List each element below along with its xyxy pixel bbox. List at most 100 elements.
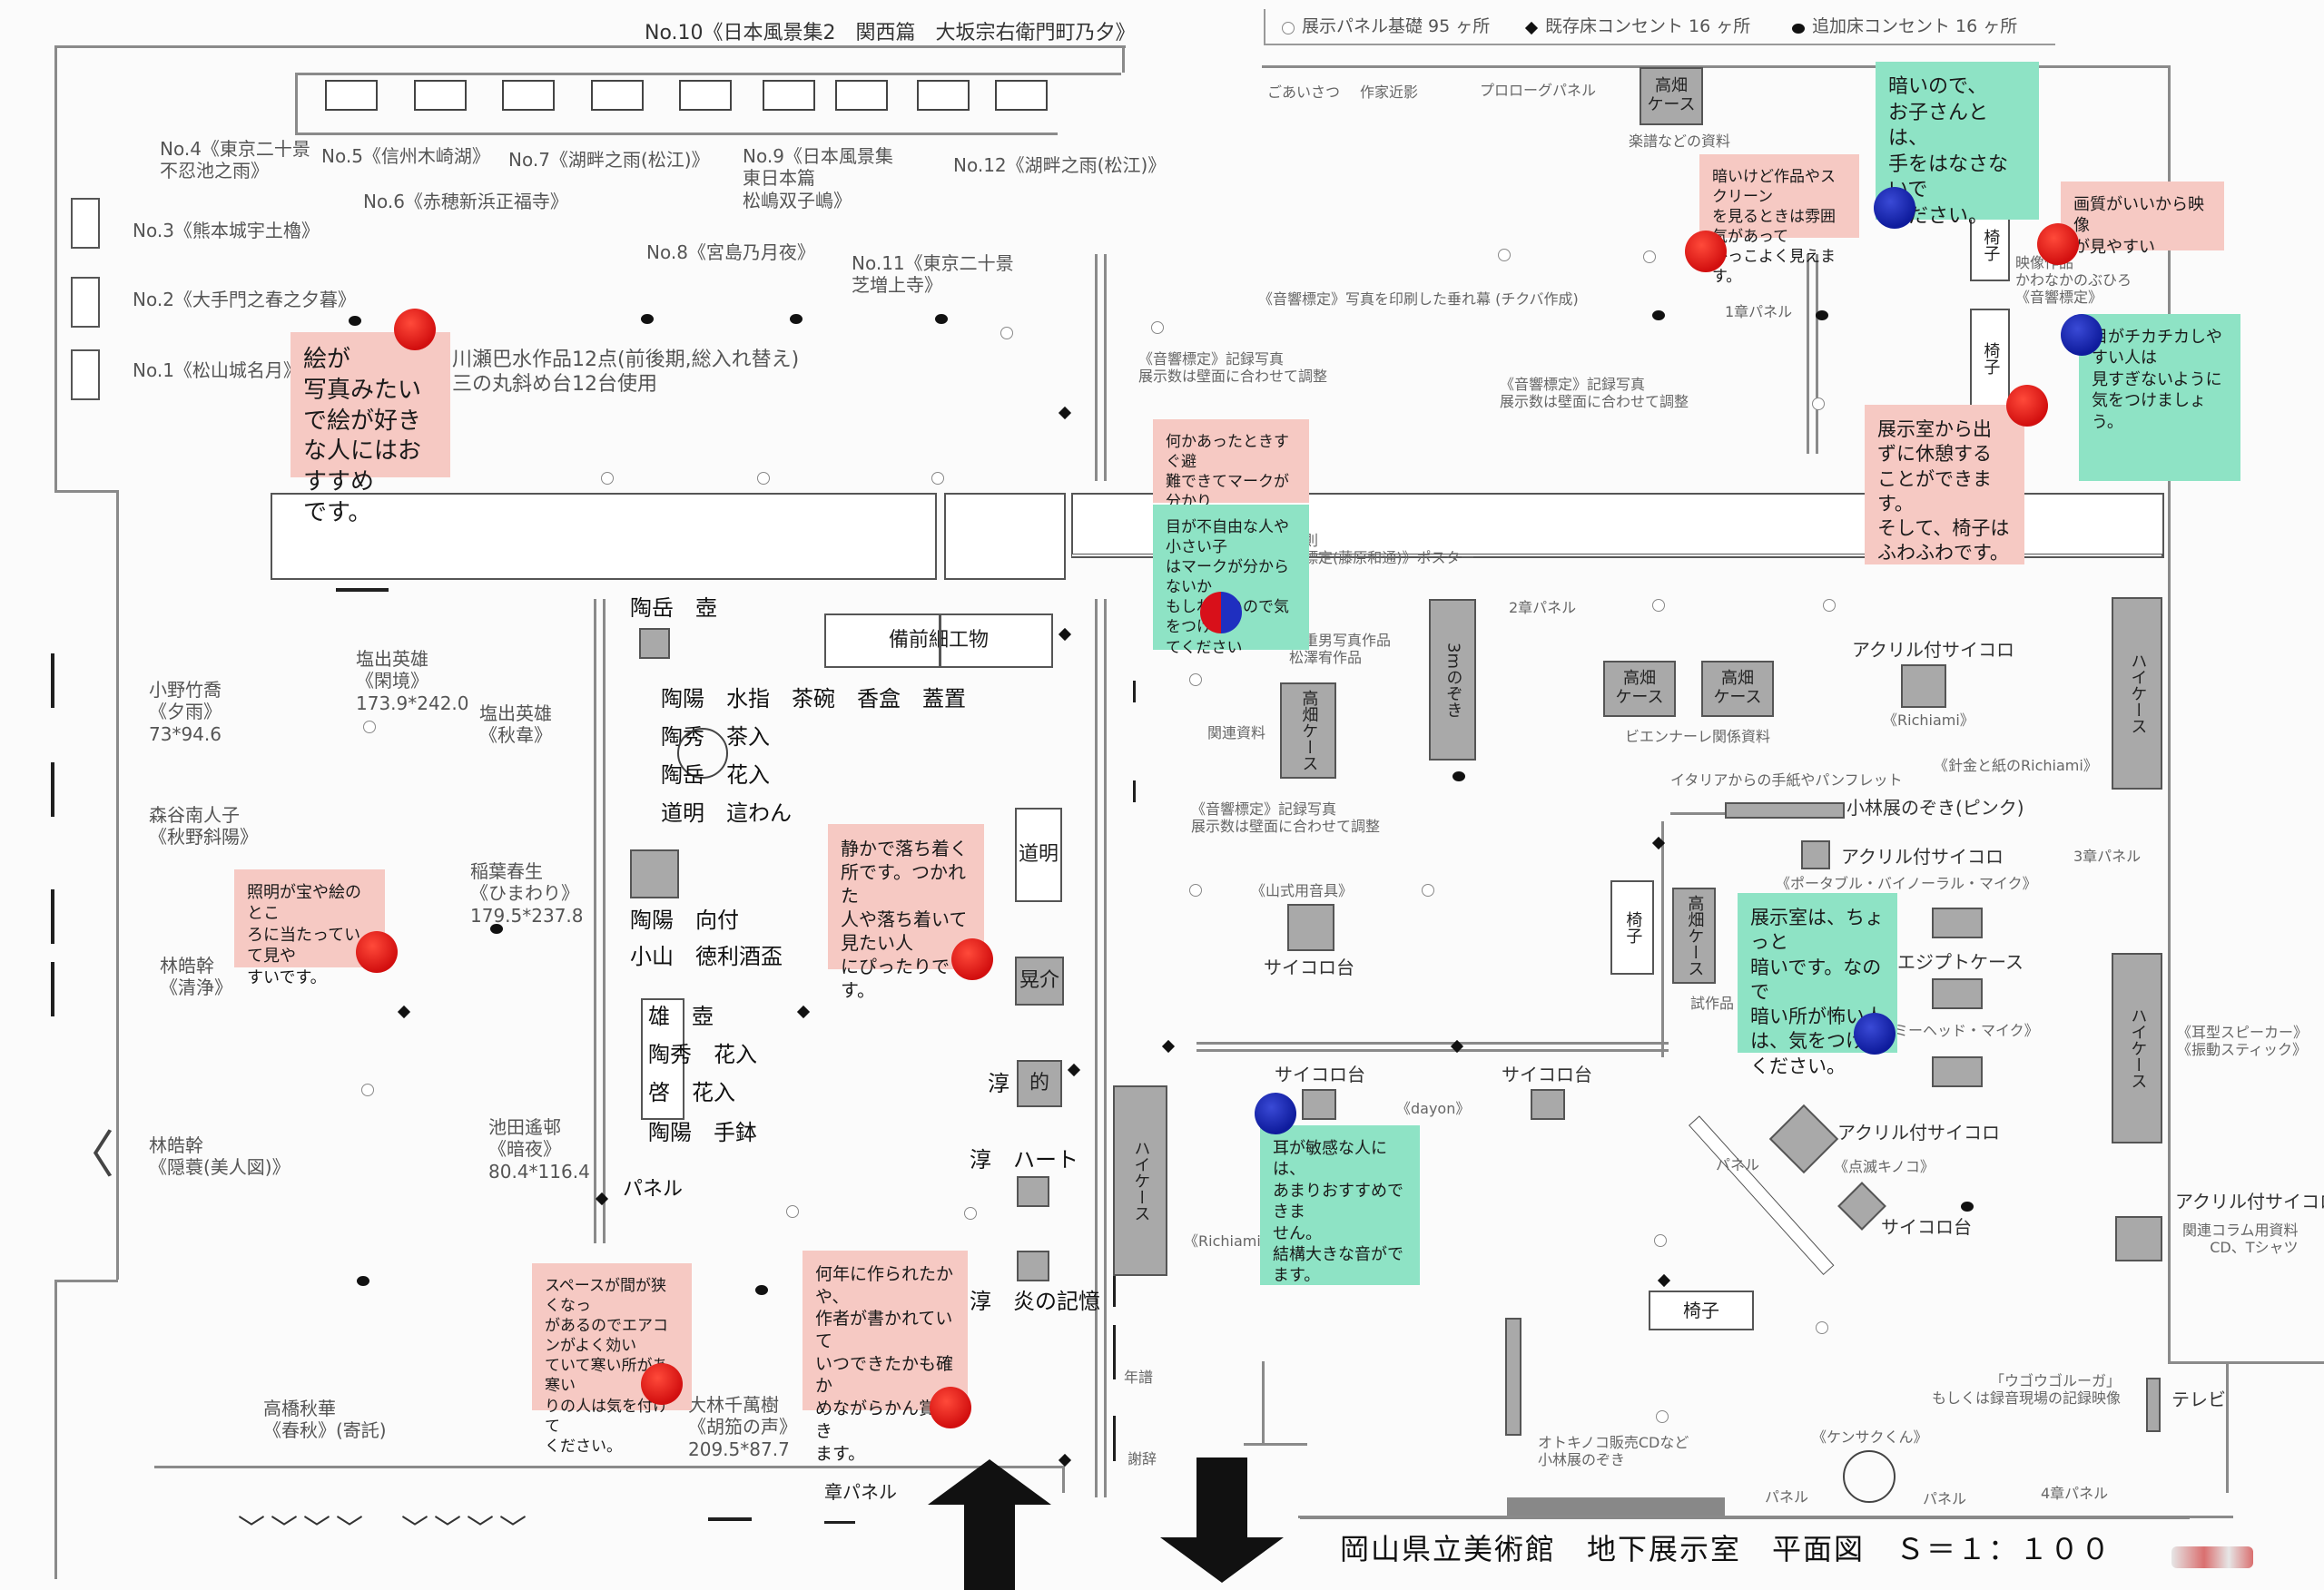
richiami1: 《Richiami》	[1883, 712, 1974, 729]
chair-label-1: 椅子	[1981, 229, 2001, 261]
blue-pin-icon	[1255, 1093, 1296, 1134]
work-shiode2: 塩出英雄 《秋韋》	[479, 702, 552, 747]
kawase-note: 川瀬巴水作品12点(前後期,総入れ替え) 三の丸斜め台12台使用	[452, 348, 800, 396]
richiami2: 《Richiami》	[1184, 1232, 1275, 1250]
pedestal-r4	[1932, 978, 1983, 1009]
signature-stamp	[2171, 1546, 2253, 1568]
note-6: 何かあったときすぐ避 難できてマークが分かり やすい所にあります	[1153, 419, 1309, 551]
pedestal-r1	[1901, 664, 1946, 708]
pedestal-r10	[1837, 1182, 1886, 1231]
acryl1: アクリル付サイコロ	[1852, 639, 2014, 661]
note-7: 目が不自由な人や小さい子 はマークが分からないか もしれないので気をつけ てくだ…	[1153, 505, 1309, 657]
kensaku: 《ケンサクくん》	[1812, 1428, 1928, 1446]
red-pin-icon	[930, 1387, 971, 1428]
center-t2: 陶陽 水指 茶碗 香盒 蓋置	[661, 686, 966, 712]
exit-arrow-down-icon	[1160, 1458, 1284, 1583]
column: 関連コラム用資料 CD、Tシャツ	[2182, 1222, 2299, 1257]
dummy: 《ダミーヘッド・マイク》	[1865, 1022, 2039, 1039]
bottom-vent: ﹀﹀﹀﹀ ﹀﹀﹀﹀	[238, 1514, 532, 1546]
yamashiki: 《山式用音具》	[1251, 882, 1354, 899]
legend: 展示パネル基礎 95 ヶ所 既存床コンセント 16 ヶ所 追加床コンセント 16…	[1264, 9, 2055, 45]
pedestal-r6	[1287, 904, 1334, 951]
tv: テレビ	[2171, 1389, 2226, 1410]
pedestal-r3	[1932, 908, 1983, 938]
center-t8: 雄 壺	[648, 1004, 714, 1029]
red-pin-icon	[951, 938, 993, 980]
biennale: ビエンナーレ関係資料	[1625, 728, 1771, 745]
red-pin-icon	[2006, 385, 2048, 427]
label-works: 作家近影	[1360, 83, 1419, 101]
center-pedestal-1	[639, 628, 670, 659]
highcase-right-1: ハイケース	[2112, 597, 2162, 790]
heart-pedestal	[1017, 1176, 1049, 1207]
eizou: 映像作品 かわなかのぶひろ 《音響標定》	[2015, 254, 2132, 307]
work-n6: No.6《赤穂新浜正福寺》	[363, 191, 568, 212]
center-pedestal-2	[630, 849, 679, 898]
legend-panel: 展示パネル基礎 95 ヶ所	[1302, 16, 1491, 36]
work-inaba: 稲葉春生 《ひまわり》 179.5*237.8	[470, 860, 584, 927]
pinkbox-bar	[1725, 802, 1845, 819]
onkyo1: 《音響標定》写真を印刷した垂れ幕 (チクバ作成)	[1258, 290, 1579, 308]
label-panel-3: パネル	[1765, 1488, 1809, 1506]
chair-label-4: 椅子	[1683, 1299, 1719, 1321]
label-greet: ごあいさつ	[1267, 83, 1341, 101]
label-panel: パネル	[623, 1178, 684, 1201]
work-n8: No.8《宮島乃月夜》	[646, 241, 815, 263]
label-shaji: 謝辞	[1128, 1450, 1157, 1467]
center-t1: 陶岳 壺	[630, 595, 717, 621]
chair-4: 椅子	[1649, 1291, 1754, 1330]
kobayashi-pink: 小林展のぞき(ピンク)	[1846, 797, 2024, 819]
work-n11: No.11《東京二十景 芝増上寺》	[852, 252, 1014, 297]
chair-2: 椅子	[1970, 309, 2010, 408]
work-n12: No.12《湖畔之雨(松江)》	[953, 154, 1167, 176]
pedestal-r5	[1932, 1056, 1983, 1087]
note-4: スペースが間が狭くなっ があるのでエアコンがよく効い ていて寒い所があ寒い りの…	[532, 1263, 692, 1456]
dayon: 《dayon》	[1396, 1100, 1471, 1117]
work-takahashi: 高橋秋華 《春秋》(寄託)	[263, 1398, 387, 1442]
saikoro2: サイコロ台	[1275, 1064, 1365, 1085]
ugo: 「ウゴウゴルーガ」 もしくは録音現場の記録映像	[1932, 1372, 2122, 1408]
note-1: 絵が 写真みたい で絵が好き な人にはおすすめ です。	[290, 332, 450, 526]
red-pin-icon	[394, 309, 436, 350]
center-t11: 陶陽 手鉢	[648, 1120, 757, 1145]
threem-case: 3mのぞき	[1429, 599, 1476, 761]
center-t4: 陶岳 花入	[661, 762, 770, 788]
map-title: 岡山県立美術館 地下展示室 平面図 Ｓ＝１：１００	[1340, 1532, 2112, 1566]
center-jun3: 淳 炎の記憶	[970, 1289, 1100, 1314]
pedestal-r8	[1531, 1089, 1565, 1120]
tv-stand	[2146, 1378, 2161, 1432]
blue-pin-icon	[2061, 314, 2102, 356]
kanren: 関連資料	[1207, 724, 1266, 741]
blue-pin-icon	[1874, 187, 1915, 229]
label-ch4: 4章パネル	[2041, 1485, 2109, 1502]
acryl2: アクリル付サイコロ	[1841, 846, 2004, 868]
work-obayashi: 大林千萬樹 《胡笳の声》 209.5*87.7	[688, 1394, 797, 1460]
note-5: 何年に作られたかや、 作者が書かれていて いつできたかも確か めながらかん賞でき…	[803, 1251, 968, 1464]
highcase-label-3: ハイケース	[1131, 1140, 1151, 1222]
kinoko: 《点滅キノコ》	[1834, 1158, 1935, 1175]
red-pin-icon	[356, 931, 398, 973]
egypt: エジプトケース	[1897, 951, 2024, 973]
center-round-table	[677, 728, 728, 779]
note-3: 静かで落ち着く 所です。つかれた 人や落ち着いて見たい人 にぴったりです。	[828, 824, 984, 1001]
blue-pin-icon	[1854, 1013, 1896, 1055]
label-panel-2: パネル	[1716, 1156, 1760, 1173]
chair-3: 椅子	[1610, 880, 1654, 975]
label-panel-4: パネル	[1923, 1490, 1967, 1507]
onkyo2: 《音響標定》記録写真 展示数は壁面に合わせて調整	[1138, 350, 1328, 386]
work-n4: No.4《東京二十景 不忍池之雨》	[160, 138, 310, 182]
kensaku-circle	[1843, 1450, 1896, 1503]
mato-label: 的	[1029, 1072, 1049, 1095]
note-8: 暗いけど作品やスクリーン を見るときは雰囲気があって かっこよく見えます。	[1699, 154, 1859, 286]
chair-label-2: 椅子	[1981, 342, 2001, 375]
takahata-case-v1: 高畑ケース	[1280, 682, 1336, 779]
legend-added: 追加床コンセント 16 ヶ所	[1812, 16, 2018, 36]
center-case	[641, 998, 684, 1120]
work-hayashi2: 林皓幹 《隠蓑(美人図)》	[149, 1134, 290, 1179]
work-n2: No.2《大手門之春之夕暮》	[133, 289, 356, 310]
takahata-case-2: 高畑 ケース	[1603, 661, 1676, 717]
yoshishige: 吉重男写真作品 松澤宥作品	[1289, 632, 1392, 667]
threem-label: 3mのぞき	[1443, 642, 1463, 718]
highcase-center: ハイケース	[1113, 1085, 1167, 1276]
label-nenpu: 年譜	[1124, 1369, 1154, 1386]
